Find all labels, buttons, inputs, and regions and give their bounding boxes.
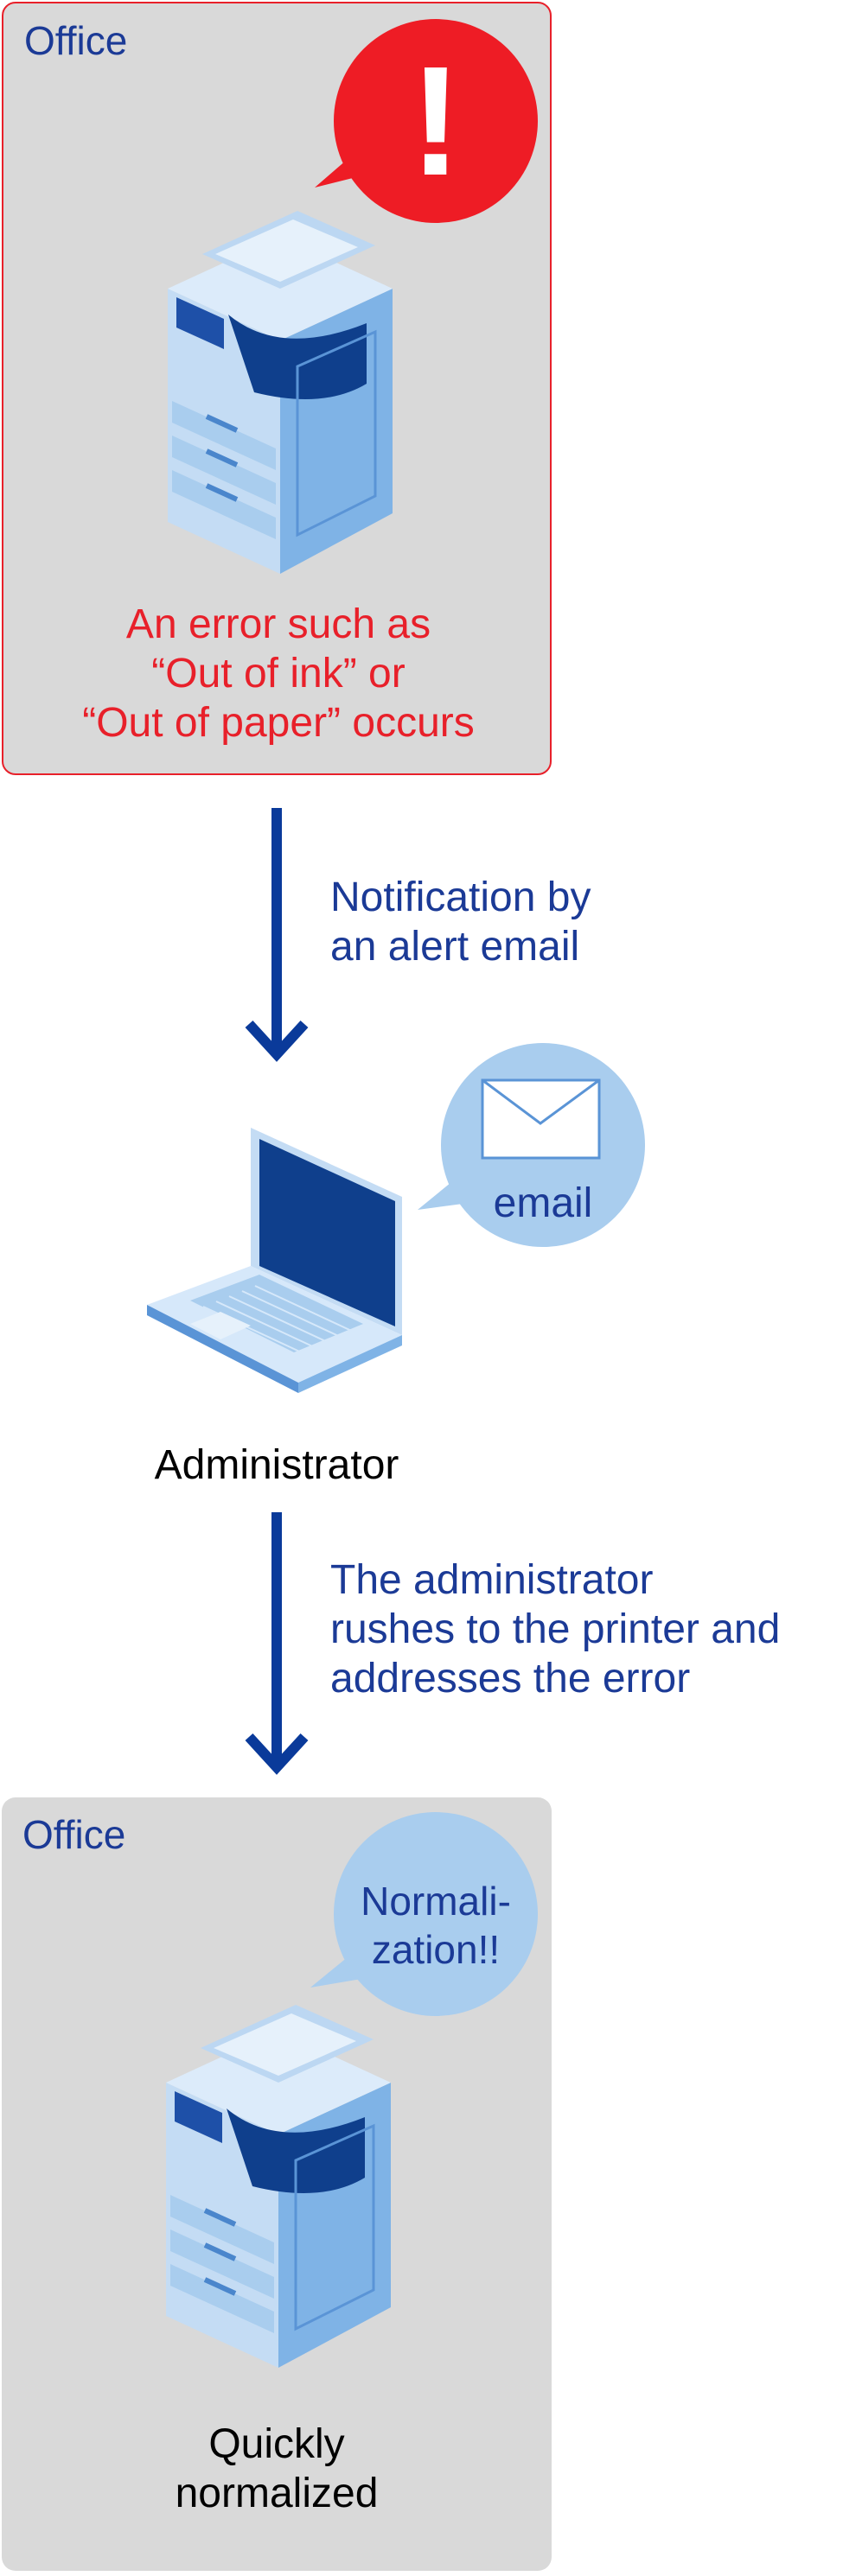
envelope-icon — [481, 1078, 601, 1160]
panel-label: Office — [24, 18, 128, 63]
error-caption: An error such as “Out of ink” or “Out of… — [3, 600, 553, 747]
normalization-bubble-circle — [334, 1812, 538, 2016]
office-panel-error: Office ! An error such as “Out of ink” o… — [2, 2, 552, 775]
normalized-caption: Quickly normalized — [2, 2420, 552, 2518]
arrow-down-icon — [245, 808, 309, 1062]
administrator-label: Administrator — [154, 1442, 399, 1488]
exclamation-icon: ! — [410, 35, 462, 208]
step-text-line: addresses the error — [330, 1656, 691, 1701]
bubble-text-line: zation!! — [371, 1927, 501, 1972]
error-caption-line: “Out of ink” or — [151, 651, 406, 696]
alert-bubble-circle — [334, 19, 538, 223]
error-caption-line: An error such as — [125, 601, 431, 647]
step-text-line: an alert email — [330, 924, 580, 970]
normalization-bubble — [310, 1812, 538, 2016]
step-text-line: rushes to the printer and — [330, 1606, 781, 1652]
printer-icon — [166, 2005, 391, 2368]
step-response-text: The administrator rushes to the printer … — [330, 1555, 780, 1703]
step-text-line: The administrator — [330, 1557, 654, 1603]
email-bubble — [418, 1043, 645, 1247]
step-notification-text: Notification by an alert email — [330, 873, 591, 971]
normalized-caption-line: Quickly — [208, 2421, 345, 2467]
error-caption-line: “Out of paper” occurs — [82, 700, 475, 746]
normalization-bubble-text: Normali- zation!! — [336, 1877, 535, 1974]
step-text-line: Notification by — [330, 875, 591, 920]
printer-icon — [168, 211, 393, 574]
office-panel-normalized: Office Normali- zation!! Quickly normali… — [2, 1797, 552, 2571]
email-bubble-label: email — [493, 1180, 593, 1226]
panel-label: Office — [22, 1812, 126, 1857]
normalized-caption-line: normalized — [175, 2471, 379, 2516]
arrow-down-icon — [245, 1512, 309, 1775]
alert-bubble: ! — [315, 19, 538, 223]
bubble-text-line: Normali- — [361, 1879, 511, 1924]
laptop-icon — [147, 1128, 402, 1393]
